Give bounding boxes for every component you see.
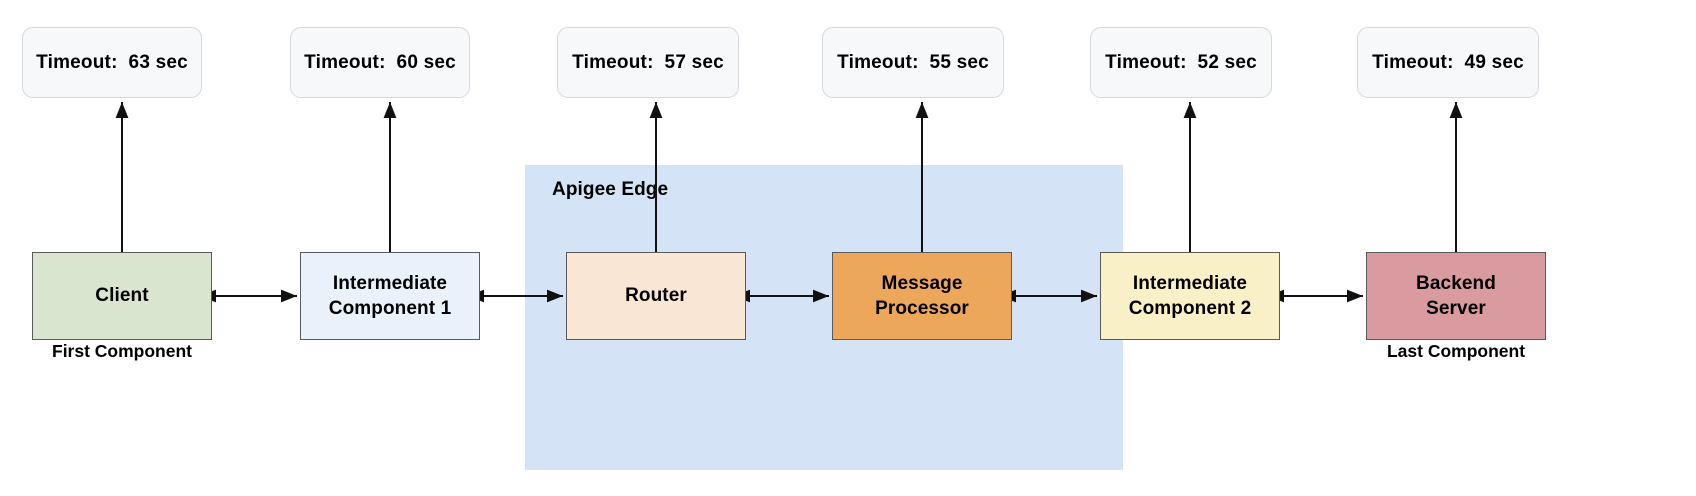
last-component-label: Last Component: [1386, 341, 1526, 361]
node-router[interactable]: Router: [566, 252, 746, 340]
timeout-router-text: Timeout: 57 sec: [572, 51, 724, 73]
node-ic2-label: Intermediate Component 2: [1128, 272, 1252, 319]
node-client-label: Client: [95, 285, 149, 307]
timeout-ic2-text: Timeout: 52 sec: [1105, 51, 1257, 73]
timeout-mp-text: Timeout: 55 sec: [837, 51, 989, 73]
first-component-label: First Component: [52, 341, 192, 361]
node-ic1[interactable]: Intermediate Component 1: [300, 252, 480, 340]
timeout-ic1-box: Timeout: 60 sec: [290, 27, 470, 98]
node-client[interactable]: Client: [32, 252, 212, 340]
node-mp[interactable]: Message Processor: [832, 252, 1012, 340]
node-backend-label: Backend Server: [1416, 272, 1496, 319]
node-ic2[interactable]: Intermediate Component 2: [1100, 252, 1280, 340]
node-mp-label: Message Processor: [875, 272, 969, 319]
timeout-backend-text: Timeout: 49 sec: [1372, 51, 1524, 73]
timeout-ic2-box: Timeout: 52 sec: [1090, 27, 1272, 98]
timeout-router-box: Timeout: 57 sec: [557, 27, 739, 98]
timeout-ic1-text: Timeout: 60 sec: [304, 51, 456, 73]
timeout-client-box: Timeout: 63 sec: [22, 27, 202, 98]
timeout-mp-box: Timeout: 55 sec: [822, 27, 1004, 98]
node-router-label: Router: [625, 285, 687, 307]
timeout-backend-box: Timeout: 49 sec: [1357, 27, 1539, 98]
node-ic1-label: Intermediate Component 1: [328, 272, 452, 319]
node-backend[interactable]: Backend Server: [1366, 252, 1546, 340]
timeout-client-text: Timeout: 63 sec: [36, 51, 188, 73]
apigee-edge-region-label: Apigee Edge: [552, 179, 669, 200]
